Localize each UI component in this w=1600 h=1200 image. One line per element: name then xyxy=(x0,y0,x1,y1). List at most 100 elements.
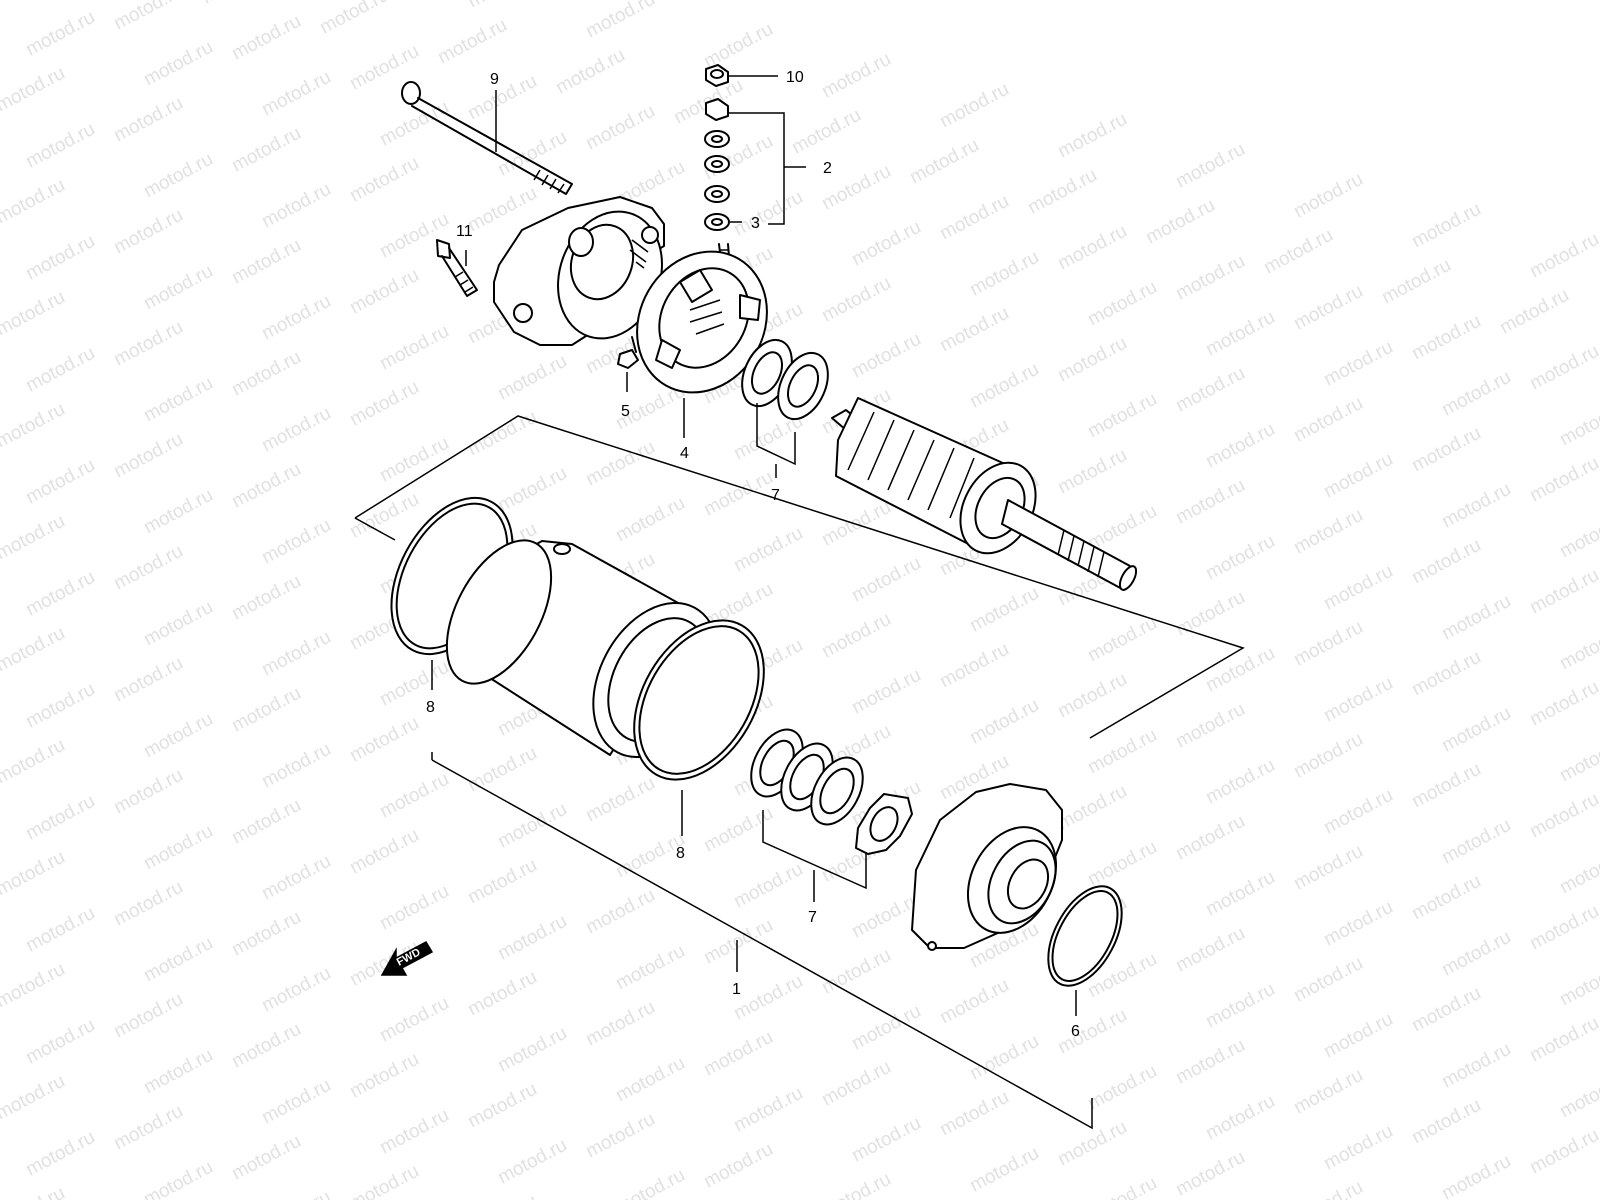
watermark-text: motod.ru xyxy=(0,0,69,4)
watermark-text: motod.ru xyxy=(0,623,69,677)
callout-2: 2 xyxy=(823,160,832,177)
watermark-text: motod.ru xyxy=(1202,531,1278,585)
watermark-text: motod.ru xyxy=(198,0,274,8)
watermark-text: motod.ru xyxy=(1084,725,1160,779)
watermark-text: motod.ru xyxy=(1290,617,1366,671)
watermark-text: motod.ru xyxy=(376,657,452,711)
rear-end-cover xyxy=(493,196,665,346)
watermark-text: motod.ru xyxy=(848,665,924,719)
watermark-text: motod.ru xyxy=(464,407,540,461)
callout-6: 6 xyxy=(1071,1023,1080,1040)
watermark-text: motod.ru xyxy=(316,0,392,38)
watermark-text: motod.ru xyxy=(258,851,334,905)
watermark-text: motod.ru xyxy=(1084,277,1160,331)
watermark-text: motod.ru xyxy=(1556,621,1600,675)
watermark-text: motod.ru xyxy=(936,639,1012,693)
watermark-text: motod.ru xyxy=(1320,561,1396,615)
watermark-text: motod.ru xyxy=(376,1105,452,1159)
watermark-text: motod.ru xyxy=(966,1031,1042,1085)
watermark-text: motod.ru xyxy=(1438,367,1514,421)
watermark-text: motod.ru xyxy=(464,743,540,797)
brush-holder xyxy=(636,243,768,394)
callout-8-left: 8 xyxy=(426,699,435,716)
watermark-text: motod.ru xyxy=(1172,811,1248,865)
watermark-text: motod.ru xyxy=(1084,613,1160,667)
watermark-text: motod.ru xyxy=(258,963,334,1017)
watermark-text: motod.ru xyxy=(1320,785,1396,839)
watermark-text: motod.ru xyxy=(346,1161,422,1200)
watermark-text: motod.ru xyxy=(376,881,452,935)
watermark-text: motod.ru xyxy=(1438,927,1514,981)
watermark-text: motod.ru xyxy=(494,1023,570,1077)
watermark-text: motod.ru xyxy=(1526,789,1600,843)
watermark-text: motod.ru xyxy=(494,911,570,965)
watermark-text: motod.ru xyxy=(582,997,658,1051)
watermark-text: motod.ru xyxy=(700,467,776,521)
watermark-text: motod.ru xyxy=(258,179,334,233)
watermark-text: motod.ru xyxy=(582,437,658,491)
watermark-text: motod.ru xyxy=(1320,1121,1396,1175)
nut xyxy=(705,64,729,87)
watermark-text: motod.ru xyxy=(1202,1091,1278,1145)
watermark-text: motod.ru xyxy=(1084,1173,1160,1200)
watermark-text: motod.ru xyxy=(700,1139,776,1193)
watermark-text: motod.ru xyxy=(494,1135,570,1189)
o-ring-front xyxy=(633,619,765,781)
watermark-text: motod.ru xyxy=(848,1113,924,1167)
watermark-text: motod.ru xyxy=(818,273,894,327)
callout-10: 10 xyxy=(786,69,804,86)
callout-7-lower: 7 xyxy=(808,909,817,926)
watermark-text: motod.ru xyxy=(1202,755,1278,809)
watermark-text: motod.ru xyxy=(0,735,69,789)
watermark-text: motod.ru xyxy=(1202,307,1278,361)
watermark-text: motod.ru xyxy=(1556,509,1600,563)
lock-plate xyxy=(855,793,913,855)
watermark-text: motod.ru xyxy=(22,7,98,61)
watermark-text: motod.ru xyxy=(1054,1005,1130,1059)
upper-shims xyxy=(741,338,829,421)
watermark-text: motod.ru xyxy=(464,855,540,909)
watermark-text: motod.ru xyxy=(1408,199,1484,253)
watermark-text: motod.ru xyxy=(228,11,304,65)
watermark-text: motod.ru xyxy=(966,359,1042,413)
watermark-text: motod.ru xyxy=(376,433,452,487)
front-end-cover xyxy=(911,783,1063,951)
watermark-text: motod.ru xyxy=(110,1101,186,1155)
watermark-text: motod.ru xyxy=(818,609,894,663)
watermark-text: motod.ru xyxy=(1526,1013,1600,1067)
watermark-text: motod.ru xyxy=(1290,953,1366,1007)
watermark-text: motod.ru xyxy=(1526,565,1600,619)
watermark-text: motod.ru xyxy=(1408,983,1484,1037)
watermark-text: motod.ru xyxy=(1438,703,1514,757)
callout-1: 1 xyxy=(732,981,741,998)
armature xyxy=(831,397,1138,591)
watermark-text: motod.ru xyxy=(1408,871,1484,925)
watermark-text: motod.ru xyxy=(376,769,452,823)
watermark-text: motod.ru xyxy=(700,1027,776,1081)
watermark-text: motod.ru xyxy=(346,153,422,207)
callout-4: 4 xyxy=(680,445,689,462)
watermark-text: motod.ru xyxy=(22,343,98,397)
watermark-text: motod.ru xyxy=(140,933,216,987)
through-bolt xyxy=(401,81,573,195)
watermark-text: motod.ru xyxy=(0,287,69,341)
watermark-text: motod.ru xyxy=(464,0,540,12)
watermark-text: motod.ru xyxy=(1438,591,1514,645)
callouts: 9 10 2 3 11 5 4 7 8 8 7 1 6 xyxy=(426,69,1080,1040)
watermark-text: motod.ru xyxy=(346,1049,422,1103)
watermark-text: motod.ru xyxy=(1556,1181,1600,1200)
watermark-text: motod.ru xyxy=(848,329,924,383)
watermark-text: motod.ru xyxy=(1556,1069,1600,1123)
watermark-text: motod.ru xyxy=(612,493,688,547)
watermark-text: motod.ru xyxy=(612,1053,688,1107)
watermark-text: motod.ru xyxy=(1054,221,1130,275)
callout-9: 9 xyxy=(490,71,499,88)
watermark-text: motod.ru xyxy=(1202,867,1278,921)
watermark-text: motod.ru xyxy=(848,553,924,607)
watermark-text: motod.ru xyxy=(1054,445,1130,499)
watermark-text: motod.ru xyxy=(552,45,628,99)
watermark-text: motod.ru xyxy=(818,1169,894,1200)
watermark-text: motod.ru xyxy=(22,231,98,285)
watermark-text: motod.ru xyxy=(612,941,688,995)
